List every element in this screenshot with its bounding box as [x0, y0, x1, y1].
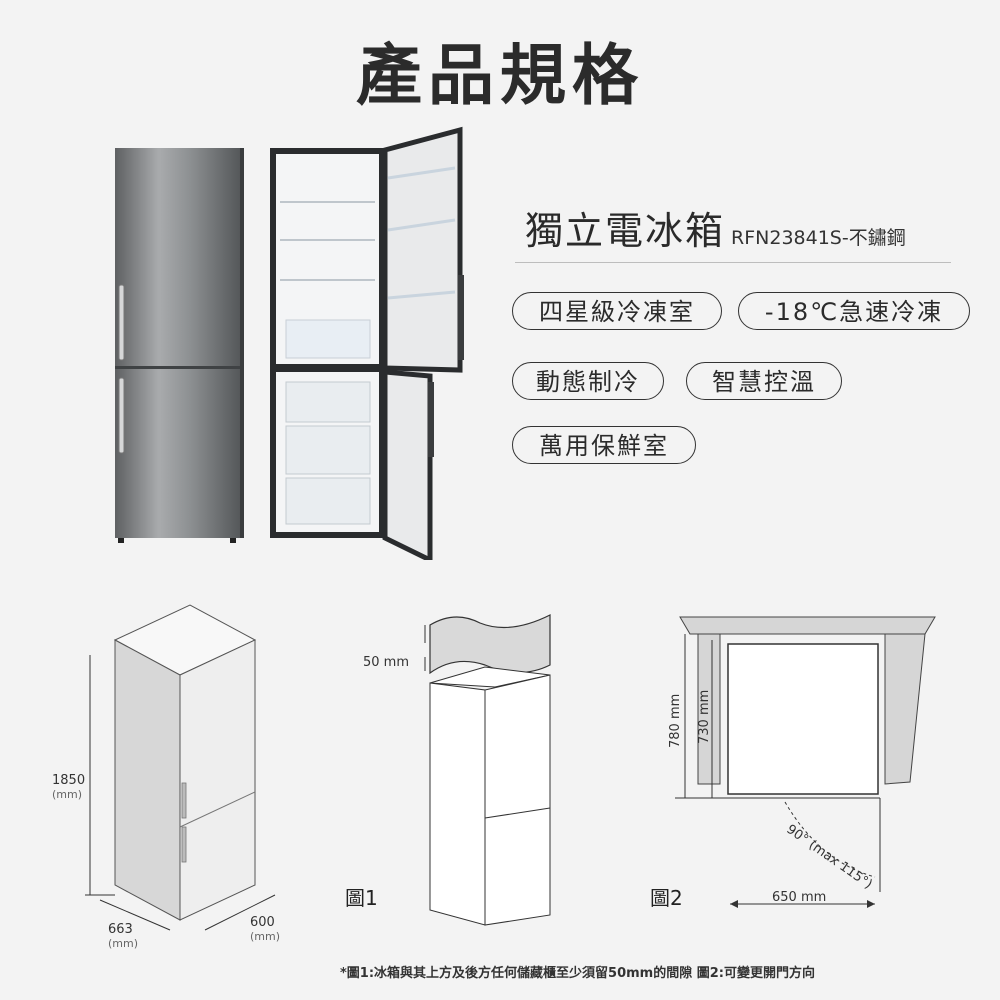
product-model: RFN23841S-不鏽鋼: [731, 227, 906, 249]
height-value: 1850: [52, 773, 86, 788]
dimension-diagram: [85, 604, 276, 931]
product-photos: [115, 126, 464, 560]
height-label: 1850 (mm): [52, 773, 85, 801]
width-value: 600: [250, 915, 275, 930]
feature-tag: 四星級冷凍室: [512, 292, 722, 330]
depth-label: 663 (mm): [108, 922, 138, 950]
feature-tag: -18℃急速冷凍: [738, 292, 970, 330]
swing-label: 650 mm: [772, 890, 827, 905]
figure1-label: 圖1: [345, 886, 378, 910]
product-name: 獨立電冰箱: [525, 209, 726, 253]
gap-label: 50 mm: [363, 655, 410, 670]
width-unit: (mm): [250, 930, 281, 943]
fridge-open-image: [270, 126, 464, 560]
footnote: *圖1:冰箱與其上方及後方任何儲藏櫃至少須留50mm的間隙 圖2:可變更開門方向: [340, 966, 815, 981]
feature-tag: 動態制冷: [512, 362, 664, 400]
depth-inner-label: 730 mm: [697, 689, 712, 744]
depth-unit: (mm): [108, 937, 139, 950]
page-title: 產品規格: [356, 36, 644, 114]
figure2-label: 圖2: [650, 886, 683, 910]
divider: [515, 262, 951, 263]
figure1-diagram: [424, 614, 551, 926]
height-unit: (mm): [52, 788, 83, 801]
fridge-closed-image: [115, 148, 244, 543]
feature-tag: 智慧控溫: [686, 362, 842, 400]
depth-outer-label: 780 mm: [668, 693, 683, 748]
figure2-diagram: [675, 616, 936, 908]
width-label: 600 (mm): [250, 915, 280, 943]
depth-value: 663: [108, 922, 133, 937]
feature-tag: 萬用保鮮室: [512, 426, 696, 464]
